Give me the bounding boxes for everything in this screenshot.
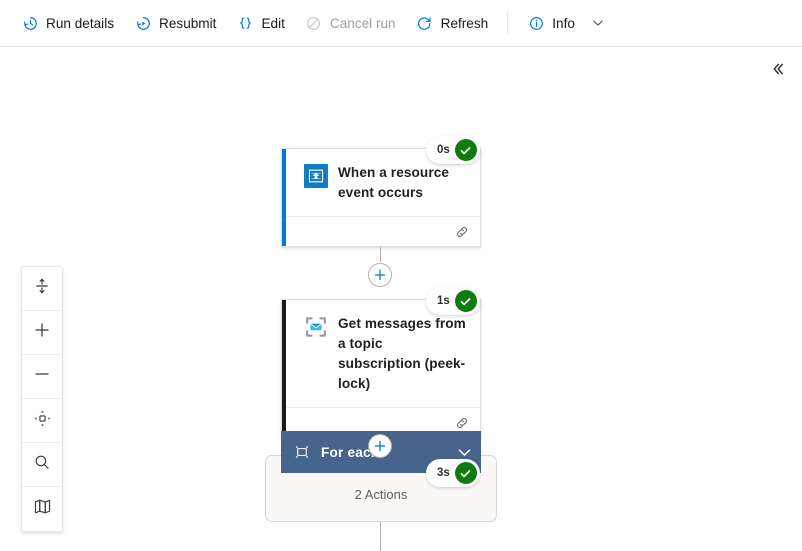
resubmit-play-icon xyxy=(134,14,152,32)
recenter-icon xyxy=(33,409,52,433)
recenter-button[interactable] xyxy=(22,399,62,443)
edit-label: Edit xyxy=(261,15,285,31)
success-check-icon xyxy=(454,290,477,312)
duration-label: 0s xyxy=(437,144,450,156)
double-chevron-left-icon xyxy=(770,61,786,82)
code-braces-icon xyxy=(236,14,254,32)
resubmit-label: Resubmit xyxy=(159,15,217,31)
toolbar-divider xyxy=(507,12,509,34)
zoom-in-button[interactable] xyxy=(22,311,62,355)
node-accent-bar xyxy=(282,300,286,437)
success-check-icon xyxy=(454,462,477,484)
info-label: Info xyxy=(552,15,575,31)
scope-actions-summary: 2 Actions xyxy=(354,487,408,502)
toolbar-overflow-chevron-down-icon[interactable] xyxy=(586,8,610,38)
search-icon xyxy=(33,453,51,476)
fit-vertical-icon xyxy=(33,277,51,300)
minimap-button[interactable] xyxy=(22,487,62,531)
search-button[interactable] xyxy=(22,443,62,487)
cancel-circle-slash-icon xyxy=(305,14,323,32)
status-badge-trigger: 0s xyxy=(426,136,480,164)
refresh-button[interactable]: Refresh xyxy=(407,7,498,39)
run-details-label: Run details xyxy=(46,15,115,31)
cancel-run-button: Cancel run xyxy=(296,7,405,39)
status-badge-action: 1s xyxy=(426,287,480,315)
node-when-a-resource-event-occurs[interactable]: When a resource event occurs xyxy=(281,148,481,247)
canvas-tool-strip xyxy=(21,266,63,532)
cancel-run-label: Cancel run xyxy=(329,15,396,31)
edit-button[interactable]: Edit xyxy=(227,7,293,39)
scope-title: For each xyxy=(321,444,380,460)
duration-label: 1s xyxy=(437,295,450,307)
zoom-out-button[interactable] xyxy=(22,355,62,399)
link-chain-icon[interactable] xyxy=(454,224,470,240)
success-check-icon xyxy=(454,139,477,161)
run-details-button[interactable]: Run details xyxy=(12,7,123,39)
node-title: When a resource event occurs xyxy=(338,165,450,200)
duration-label: 3s xyxy=(437,467,450,479)
collapse-panel-button[interactable] xyxy=(763,56,793,86)
node-footer xyxy=(282,216,480,246)
info-circle-icon xyxy=(527,14,545,32)
info-button[interactable]: Info xyxy=(518,7,584,39)
add-step-button-2[interactable] xyxy=(368,434,392,458)
event-grid-icon xyxy=(304,164,328,188)
resubmit-button[interactable]: Resubmit xyxy=(125,7,225,39)
node-get-messages-from-a-topic-subscription[interactable]: Get messages from a topic subscription (… xyxy=(281,299,481,438)
fit-to-screen-button[interactable] xyxy=(22,267,62,311)
node-header: When a resource event occurs xyxy=(282,149,480,216)
node-footer xyxy=(282,407,480,437)
scope-chevron-down-icon[interactable] xyxy=(457,445,472,460)
link-chain-icon[interactable] xyxy=(454,415,470,431)
node-accent-bar xyxy=(282,149,286,246)
map-icon xyxy=(33,497,52,521)
history-clock-icon xyxy=(21,14,39,32)
status-badge-scope: 3s xyxy=(426,459,480,487)
service-bus-envelope-icon xyxy=(304,315,328,339)
minus-icon xyxy=(33,365,51,388)
plus-icon xyxy=(33,321,51,344)
node-title: Get messages from a topic subscription (… xyxy=(338,316,466,391)
node-header: Get messages from a topic subscription (… xyxy=(282,300,480,407)
loop-icon xyxy=(294,444,310,460)
designer-canvas[interactable]: When a resource event occurs 0s xyxy=(0,47,802,551)
connector-scope-to-end xyxy=(380,517,381,551)
refresh-circular-arrow-icon xyxy=(416,14,434,32)
add-step-button-1[interactable] xyxy=(368,263,392,287)
refresh-label: Refresh xyxy=(440,15,489,31)
command-bar: Run details Resubmit Edit Cancel xyxy=(0,0,802,47)
